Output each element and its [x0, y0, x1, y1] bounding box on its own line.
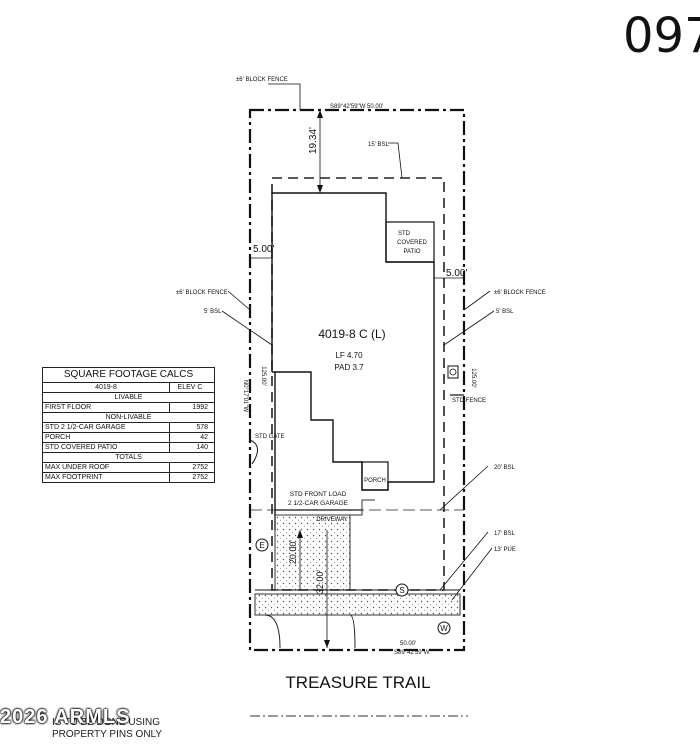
footer-note-line-1: IS TO BE DONE USING — [52, 717, 160, 728]
std-gate-label: STD GATE — [255, 434, 285, 440]
sewer-label: S — [399, 586, 404, 595]
table-elevation: ELEV C — [169, 382, 215, 393]
patio-label-3: PATIO — [403, 249, 420, 255]
copyright-watermark: 2026 ARMLS — [0, 706, 131, 728]
property-line — [248, 108, 466, 652]
sidewalk — [254, 593, 461, 616]
patio-label-2: COVERED — [397, 240, 427, 246]
garage-setback: 20.00' — [288, 540, 298, 565]
bsl-20: 20' BSL — [494, 465, 515, 471]
left-length: 125.00' — [260, 366, 266, 386]
row-value: 2752 — [169, 472, 215, 483]
driveway — [274, 514, 351, 591]
row-value: 140 — [169, 442, 215, 453]
model-label: 4019-8 C (L) — [318, 327, 385, 341]
porch — [361, 461, 389, 491]
lot-number: 097 — [623, 8, 700, 64]
driveway-length: 32.00' — [315, 570, 325, 595]
row-label: PORCH — [42, 432, 170, 443]
table-non-livable: NON-LIVABLE — [42, 412, 215, 423]
row-value: 42 — [169, 432, 215, 443]
ac-unit-icon — [447, 365, 459, 379]
electric-meter-icon — [255, 538, 269, 552]
square-footage-table: SQUARE FOOTAGE CALCS 4019-8 ELEV C LIVAB… — [42, 367, 215, 483]
right-side-setback: 5.00' — [446, 268, 467, 279]
footer-note-line-2: PROPERTY PINS ONLY — [52, 729, 163, 740]
row-value: 2752 — [169, 462, 215, 473]
pue-13: 13' PUE — [494, 547, 516, 553]
covered-patio — [385, 221, 435, 263]
patio-label-1: STD — [398, 231, 411, 237]
bsl-left: 5' BSL — [204, 309, 222, 315]
bsl-rear: 15' BSL — [368, 142, 389, 148]
water-label: W — [440, 624, 448, 633]
front-bearing: S89°42'59"W — [394, 650, 430, 656]
right-length: 125.00' — [470, 368, 476, 388]
table-row: STD 2 1/2-CAR GARAGE 578 — [42, 422, 215, 433]
water-icon — [437, 621, 451, 635]
table-plan: 4019-8 — [42, 382, 170, 393]
sewer-icon — [395, 583, 409, 597]
row-label: STD COVERED PATIO — [42, 442, 170, 453]
pad-label: PAD 3.7 — [334, 363, 364, 372]
table-row: STD COVERED PATIO 140 — [42, 442, 215, 453]
row-label: STD 2 1/2-CAR GARAGE — [42, 422, 170, 433]
garage-label-2: 2 1/2-CAR GARAGE — [288, 500, 349, 507]
front-width: 50.00' — [400, 641, 416, 647]
left-bearing: N0°17'01"W — [242, 380, 248, 413]
table-title: SQUARE FOOTAGE CALCS — [42, 367, 215, 383]
porch-label: PORCH — [364, 478, 386, 484]
table-livable: LIVABLE — [42, 392, 215, 403]
block-fence-top: ±6' BLOCK FENCE — [236, 77, 288, 83]
table-row: MAX UNDER ROOF 2752 — [42, 462, 215, 473]
table-totals: TOTALS — [42, 452, 215, 463]
table-row: PORCH 42 — [42, 432, 215, 443]
garage-label-1: STD FRONT LOAD — [290, 491, 347, 498]
rear-setback: 19.34' — [308, 127, 319, 154]
left-side-setback: 5.00' — [253, 244, 274, 255]
row-label: MAX FOOTPRINT — [42, 472, 170, 483]
driveway-label: DRIVEWAY — [316, 517, 347, 523]
electric-label: E — [259, 541, 264, 550]
rear-bearing: S89°42'59"W 50.00' — [330, 104, 383, 110]
row-label: MAX UNDER ROOF — [42, 462, 170, 473]
row-label: FIRST FLOOR — [42, 402, 170, 413]
table-row: MAX FOOTPRINT 2752 — [42, 472, 215, 483]
street-name: TREASURE TRAIL — [285, 673, 430, 692]
lf-label: LF 4.70 — [335, 351, 363, 360]
bsl-right: 5' BSL — [496, 309, 514, 315]
block-fence-left: ±6' BLOCK FENCE — [176, 290, 228, 296]
bsl-17: 17' BSL — [494, 531, 515, 537]
table-row: FIRST FLOOR 1992 — [42, 402, 215, 413]
row-value: 578 — [169, 422, 215, 433]
footer-note: IS TO BE DONE USING PROPERTY PINS ONLY — [52, 717, 162, 741]
block-fence-right: ±6' BLOCK FENCE — [494, 290, 546, 296]
row-value: 1992 — [169, 402, 215, 413]
std-fence-label: STD FENCE — [452, 398, 486, 404]
